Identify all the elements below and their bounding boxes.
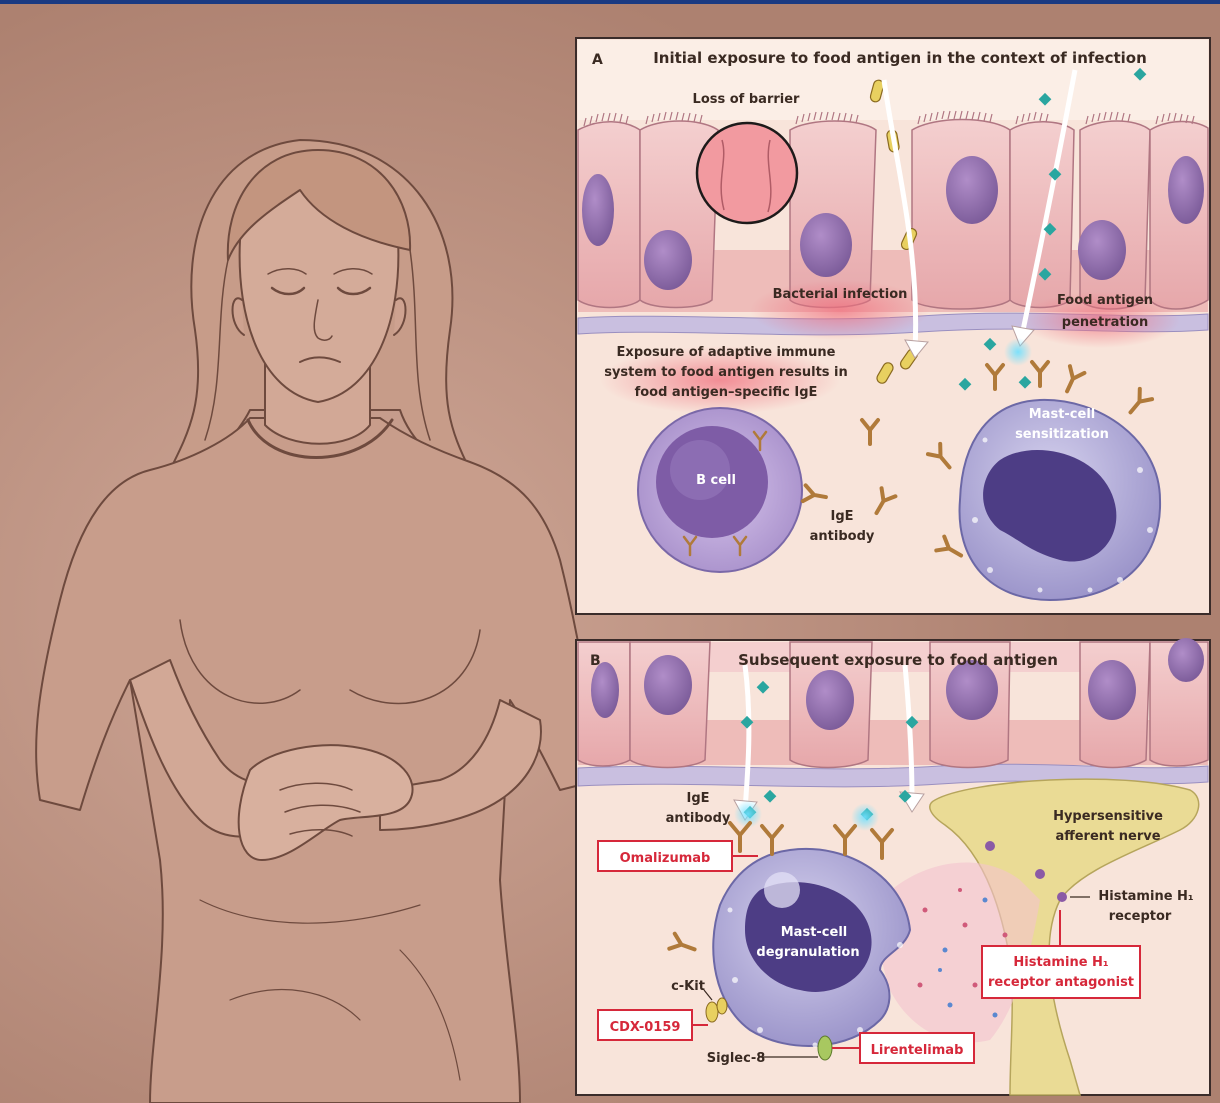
drug-lirentelimab: Lirentelimab [871,1043,964,1058]
panel-b: Omalizumab CDX-0159 Lirentelimab Histami… [576,638,1210,1095]
siglec-8-receptor [818,1036,832,1060]
b-cell [638,408,802,572]
drug-cdx: CDX-0159 [610,1020,681,1035]
drug-antagonist-1: Histamine H₁ [1013,955,1108,970]
label-exposure-1: Exposure of adaptive immune [617,345,836,360]
label-h1-1: Histamine H₁ [1098,889,1193,904]
label-mast-2: sensitization [1015,427,1109,442]
cdx-box: CDX-0159 [598,1010,708,1040]
label-food-antigen-1: Food antigen [1057,293,1153,308]
label-b-cell: B cell [696,473,736,488]
label-ige-b-1: IgE [686,791,709,806]
label-nerve-1: Hypersensitive [1053,809,1163,824]
label-nerve-2: afferent nerve [1055,829,1160,844]
label-ige-b-2: antibody [666,811,731,826]
label-siglec: Siglec-8 [707,1051,766,1066]
label-h1-2: receptor [1109,909,1172,924]
panel-a-letter: A [592,52,603,68]
panel-a: A Initial exposure to food antigen in th… [576,38,1210,614]
label-loss-of-barrier: Loss of barrier [693,92,801,107]
panel-b-letter: B [590,653,601,669]
antigen-glow [1004,338,1032,366]
label-mast-b-1: Mast-cell [781,925,848,940]
label-exposure-2: system to food antigen results in [604,365,848,380]
label-mast-1: Mast-cell [1029,407,1096,422]
label-exposure-3: food antigen–specific IgE [635,385,818,400]
panel-b-title: Subsequent exposure to food antigen [738,651,1058,669]
drug-omalizumab: Omalizumab [620,851,711,866]
label-mast-b-2: degranulation [756,945,859,960]
label-ckit: c-Kit [671,979,705,994]
drug-antagonist-2: receptor antagonist [988,975,1134,990]
label-bacterial-infection: Bacterial infection [773,287,908,302]
label-ige-2: antibody [810,529,875,544]
panel-a-title: Initial exposure to food antigen in the … [653,49,1147,67]
loss-of-barrier-marker [697,123,797,223]
label-ige-1: IgE [830,509,853,524]
label-food-antigen-2: penetration [1062,315,1148,330]
